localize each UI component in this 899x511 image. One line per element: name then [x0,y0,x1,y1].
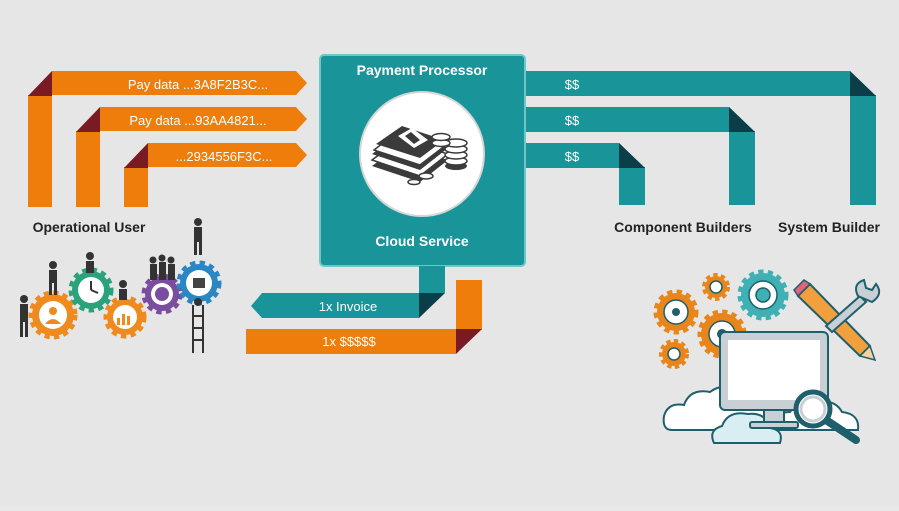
payment-flow-label: 1x $$$$$ [322,334,376,349]
payout-flow-2-label: $$ [565,113,580,128]
person-icon [119,280,127,300]
magnifier-icon [793,389,860,444]
gear-icon [653,289,699,335]
payout-flow-1: $$ [526,71,876,205]
gear-icon [737,269,789,321]
globe-gear-icon [141,273,183,315]
money-stack-icon [370,126,468,186]
pay-flow-3: ...2934556F3C... [124,143,307,207]
operational-user-label: Operational User [33,219,146,235]
pay-flow-1-label: Pay data ...3A8F2B3C... [128,77,268,92]
payout-flow-3-label: $$ [565,149,580,164]
chart-gear-icon [103,295,147,339]
gear-icon [659,339,689,369]
person-icon [194,218,202,255]
pay-flow-2-label: Pay data ...93AA4821... [129,113,266,128]
system-builder-label: System Builder [778,219,880,235]
computer-monitor-icon [719,331,829,429]
person-group-icon [149,254,175,280]
invoice-flow: 1x Invoice [251,266,445,318]
ladder-person-icon [192,298,204,353]
person-icon [20,295,28,337]
clock-gear-icon [68,267,114,313]
wrench-icon [824,278,881,334]
pay-flow-3-label: ...2934556F3C... [176,149,273,164]
payout-flow-1-label: $$ [565,77,580,92]
operational-users-gears-illustration [20,218,222,353]
payment-processor-box: Payment Processor Cloud Service [319,54,526,267]
builders-illustration [653,269,881,444]
invoice-flow-label: 1x Invoice [319,299,378,314]
component-builders-label: Component Builders [614,219,752,235]
pay-flow-1: Pay data ...3A8F2B3C... [28,71,307,207]
processor-subtitle: Cloud Service [375,233,469,249]
gear-icon [28,290,78,340]
person-icon [86,252,94,273]
pay-flow-2: Pay data ...93AA4821... [76,107,307,207]
payout-flow-3: $$ [526,143,645,205]
settings-gear-icon [176,260,222,306]
gear-icon [702,273,730,301]
person-icon [49,261,57,295]
payout-flow-2: $$ [526,107,755,205]
processor-title: Payment Processor [357,62,488,78]
payment-flow: 1x $$$$$ [246,280,482,354]
